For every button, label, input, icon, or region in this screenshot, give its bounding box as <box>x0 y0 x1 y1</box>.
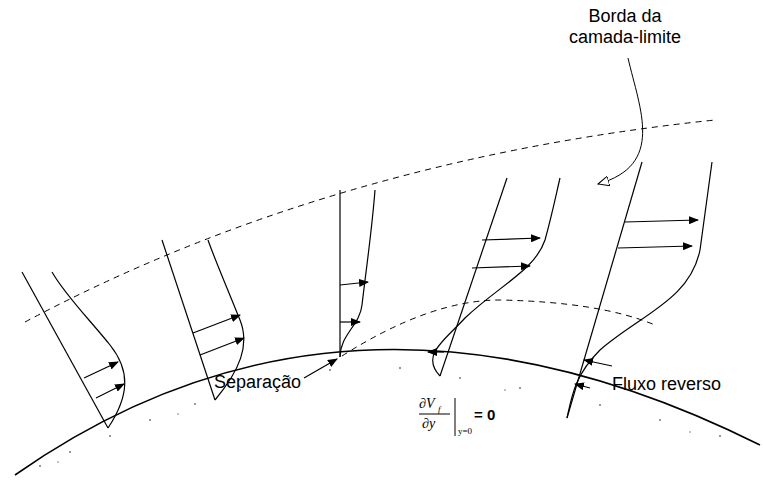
equation-subscript: f <box>438 404 441 414</box>
equation-denominator: ∂y <box>422 416 435 432</box>
equation-numerator: ∂V <box>419 396 434 412</box>
equation-result: = 0 <box>474 406 495 423</box>
equation-evaluation: y=0 <box>458 426 472 436</box>
separation-label: Separação <box>214 372 301 393</box>
reverse-flow-label: Fluxo reverso <box>612 374 721 395</box>
boundary-edge-label: Borda da camada-limite <box>560 6 690 47</box>
